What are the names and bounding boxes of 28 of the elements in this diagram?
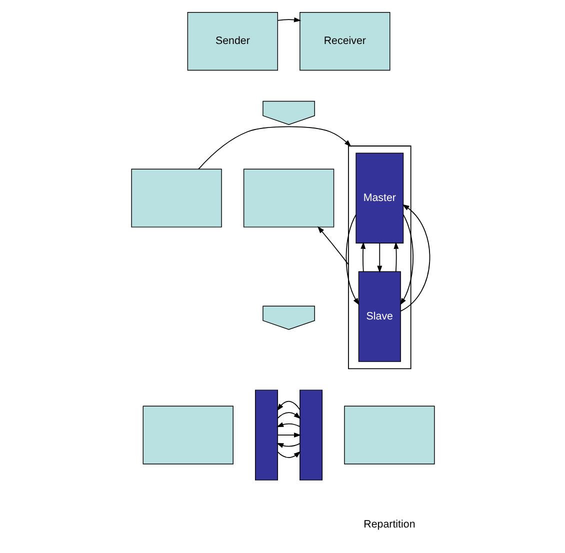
node-box xyxy=(242,168,334,228)
node-box: Receiver xyxy=(299,12,390,71)
arrow xyxy=(276,451,300,458)
arrow xyxy=(276,443,300,448)
arrow xyxy=(276,432,301,438)
node-box: Master xyxy=(355,152,404,244)
node-bar xyxy=(299,390,322,480)
arrow xyxy=(400,204,430,312)
arrow xyxy=(276,17,301,22)
label: Repartition xyxy=(363,518,415,530)
arrow xyxy=(316,226,348,266)
arrow xyxy=(276,422,300,428)
node-box xyxy=(130,168,222,228)
node-arrow xyxy=(262,100,314,125)
node-bar xyxy=(254,390,278,480)
arrow xyxy=(276,400,300,411)
arrow xyxy=(376,242,382,273)
arrow xyxy=(360,242,366,272)
arrow xyxy=(276,412,300,419)
arrow xyxy=(198,126,351,170)
arrow xyxy=(345,214,359,306)
node-box: Sender xyxy=(186,12,278,71)
node-box: Slave xyxy=(358,271,400,362)
node-box xyxy=(344,406,434,464)
arrow xyxy=(399,214,413,306)
node-box xyxy=(142,406,233,464)
arrow xyxy=(393,242,398,272)
node-arrow xyxy=(262,306,314,330)
